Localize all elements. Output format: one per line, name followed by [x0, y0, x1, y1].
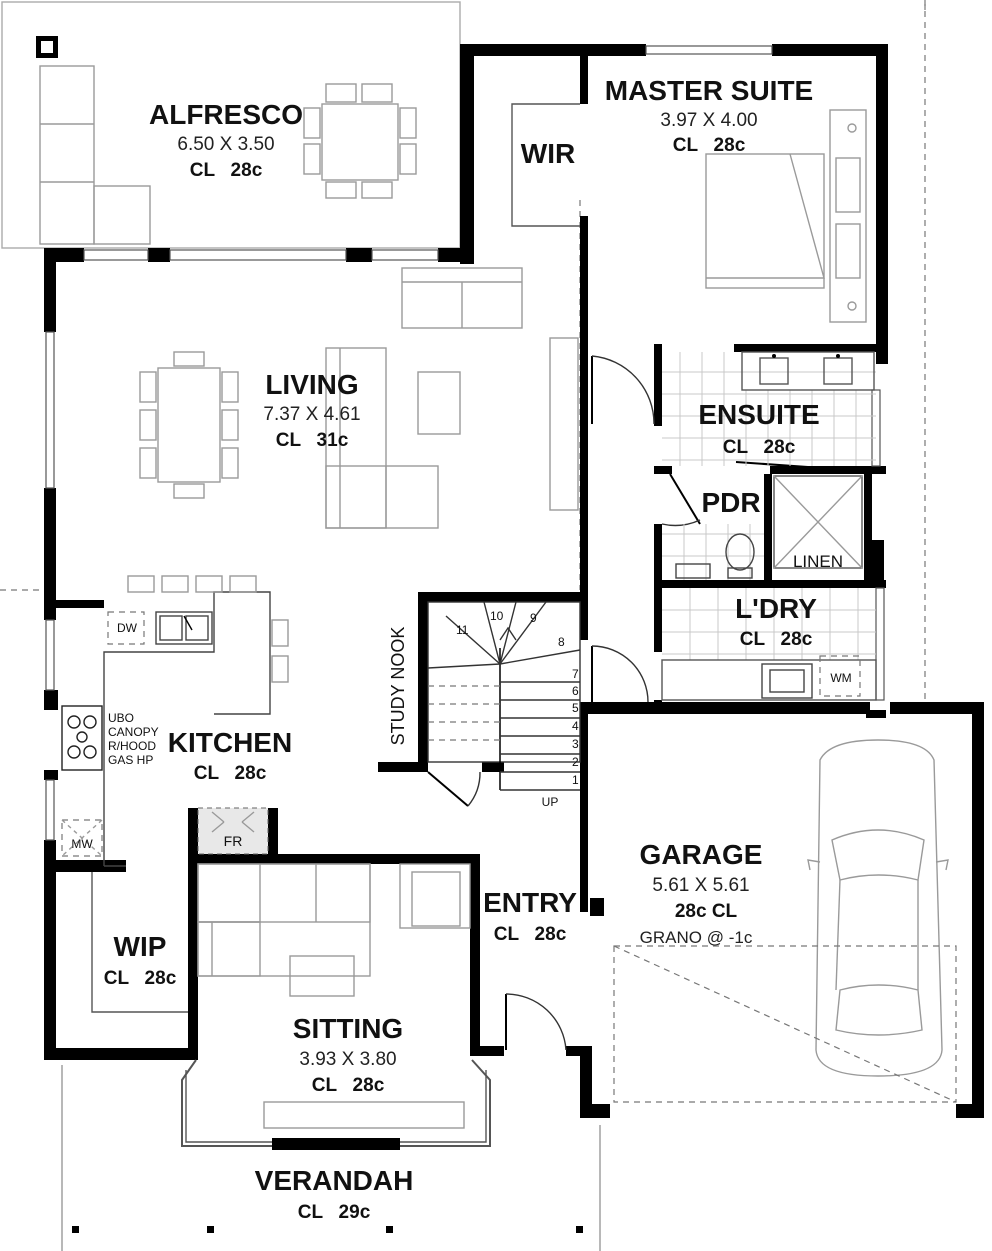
kitchen-cl: CL 28c [194, 763, 267, 784]
master-suite-dims: 3.97 X 4.00 [660, 110, 757, 131]
laundry-cl: CL 28c [740, 629, 813, 650]
kitchen-fixtures [61, 575, 289, 1013]
kitchen-name: KITCHEN [168, 727, 292, 758]
verandah-name: VERANDAH [255, 1165, 414, 1196]
living-dims: 7.37 X 4.61 [263, 404, 360, 425]
sitting-furniture [197, 863, 471, 1129]
entry-cl: CL 28c [494, 924, 567, 945]
microwave-label: MW [71, 837, 93, 851]
stair-tread-number: 8 [558, 635, 565, 649]
garage-note: GRANO @ -1c [640, 928, 753, 947]
verandah-posts [72, 1226, 583, 1233]
stair-tread-number: 4 [572, 719, 579, 733]
garage-car [613, 739, 957, 1103]
wir-name: WIR [521, 138, 575, 169]
alfresco-cl: CL 28c [190, 160, 263, 181]
staircase [427, 601, 581, 791]
master-suite-cl: CL 28c [673, 135, 746, 156]
stair-tread-number: 2 [572, 755, 579, 769]
pdr-name: PDR [701, 487, 760, 518]
appliance-note-line-4: GAS HP [108, 753, 153, 767]
garage-dims: 5.61 X 5.61 [652, 875, 749, 896]
stair-tread-number: 9 [530, 611, 537, 625]
wip-cl: CL 28c [104, 968, 177, 989]
fridge-label: FR [224, 833, 243, 849]
dishwasher-label: DW [117, 621, 138, 635]
sitting-name: SITTING [293, 1013, 403, 1044]
linen-name: LINEN [793, 552, 843, 571]
living-cl: CL 31c [276, 430, 349, 451]
entry-name: ENTRY [483, 887, 577, 918]
garage-cl: 28c CL [675, 901, 738, 922]
sitting-cl: CL 28c [312, 1075, 385, 1096]
study-nook-name: STUDY NOOK [388, 627, 408, 746]
appliance-note-line-2: CANOPY [108, 725, 159, 739]
stair-direction-label: UP [542, 795, 559, 809]
wip-name: WIP [114, 931, 167, 962]
stair-numbers: 1 2 3 4 5 6 7 8 9 10 11 UP [456, 609, 579, 809]
living-name: LIVING [265, 369, 358, 400]
room-labels: ALFRESCO 6.50 X 3.50 CL 28c MASTER SUITE… [104, 75, 843, 1223]
ensuite-tiles [662, 352, 876, 466]
living-furniture [139, 267, 579, 529]
walls [44, 44, 984, 1150]
garage-name: GARAGE [640, 839, 763, 870]
master-suite-name: MASTER SUITE [605, 75, 813, 106]
ensuite-cl: CL 28c [723, 437, 796, 458]
stair-tread-number: 5 [572, 701, 579, 715]
stair-tread-number: 11 [456, 623, 469, 637]
laundry-tiles [662, 588, 876, 660]
alfresco-name: ALFRESCO [149, 99, 303, 130]
sitting-dims: 3.93 X 3.80 [299, 1049, 396, 1070]
appliance-note-line-3: R/HOOD [108, 739, 156, 753]
ensuite-name: ENSUITE [698, 399, 819, 430]
laundry-name: L'DRY [735, 593, 817, 624]
doors [427, 103, 823, 1051]
verandah-cl: CL 29c [298, 1202, 371, 1223]
windows [45, 45, 885, 1147]
stair-tread-number: 3 [572, 737, 579, 751]
stair-tread-number: 1 [572, 773, 579, 787]
alfresco-dims: 6.50 X 3.50 [177, 134, 274, 155]
wet-areas [661, 351, 877, 701]
stair-tread-number: 6 [572, 684, 579, 698]
pdr-tiles [662, 524, 764, 580]
master-bed [705, 109, 867, 323]
fixture-labels: DW FR MW WM UBO CANOPY R/HOOD GAS HP [71, 621, 851, 851]
stair-tread-number: 10 [490, 609, 504, 623]
appliance-note-line-1: UBO [108, 711, 134, 725]
washing-machine-label: WM [830, 671, 851, 685]
stair-tread-number: 7 [572, 667, 579, 681]
